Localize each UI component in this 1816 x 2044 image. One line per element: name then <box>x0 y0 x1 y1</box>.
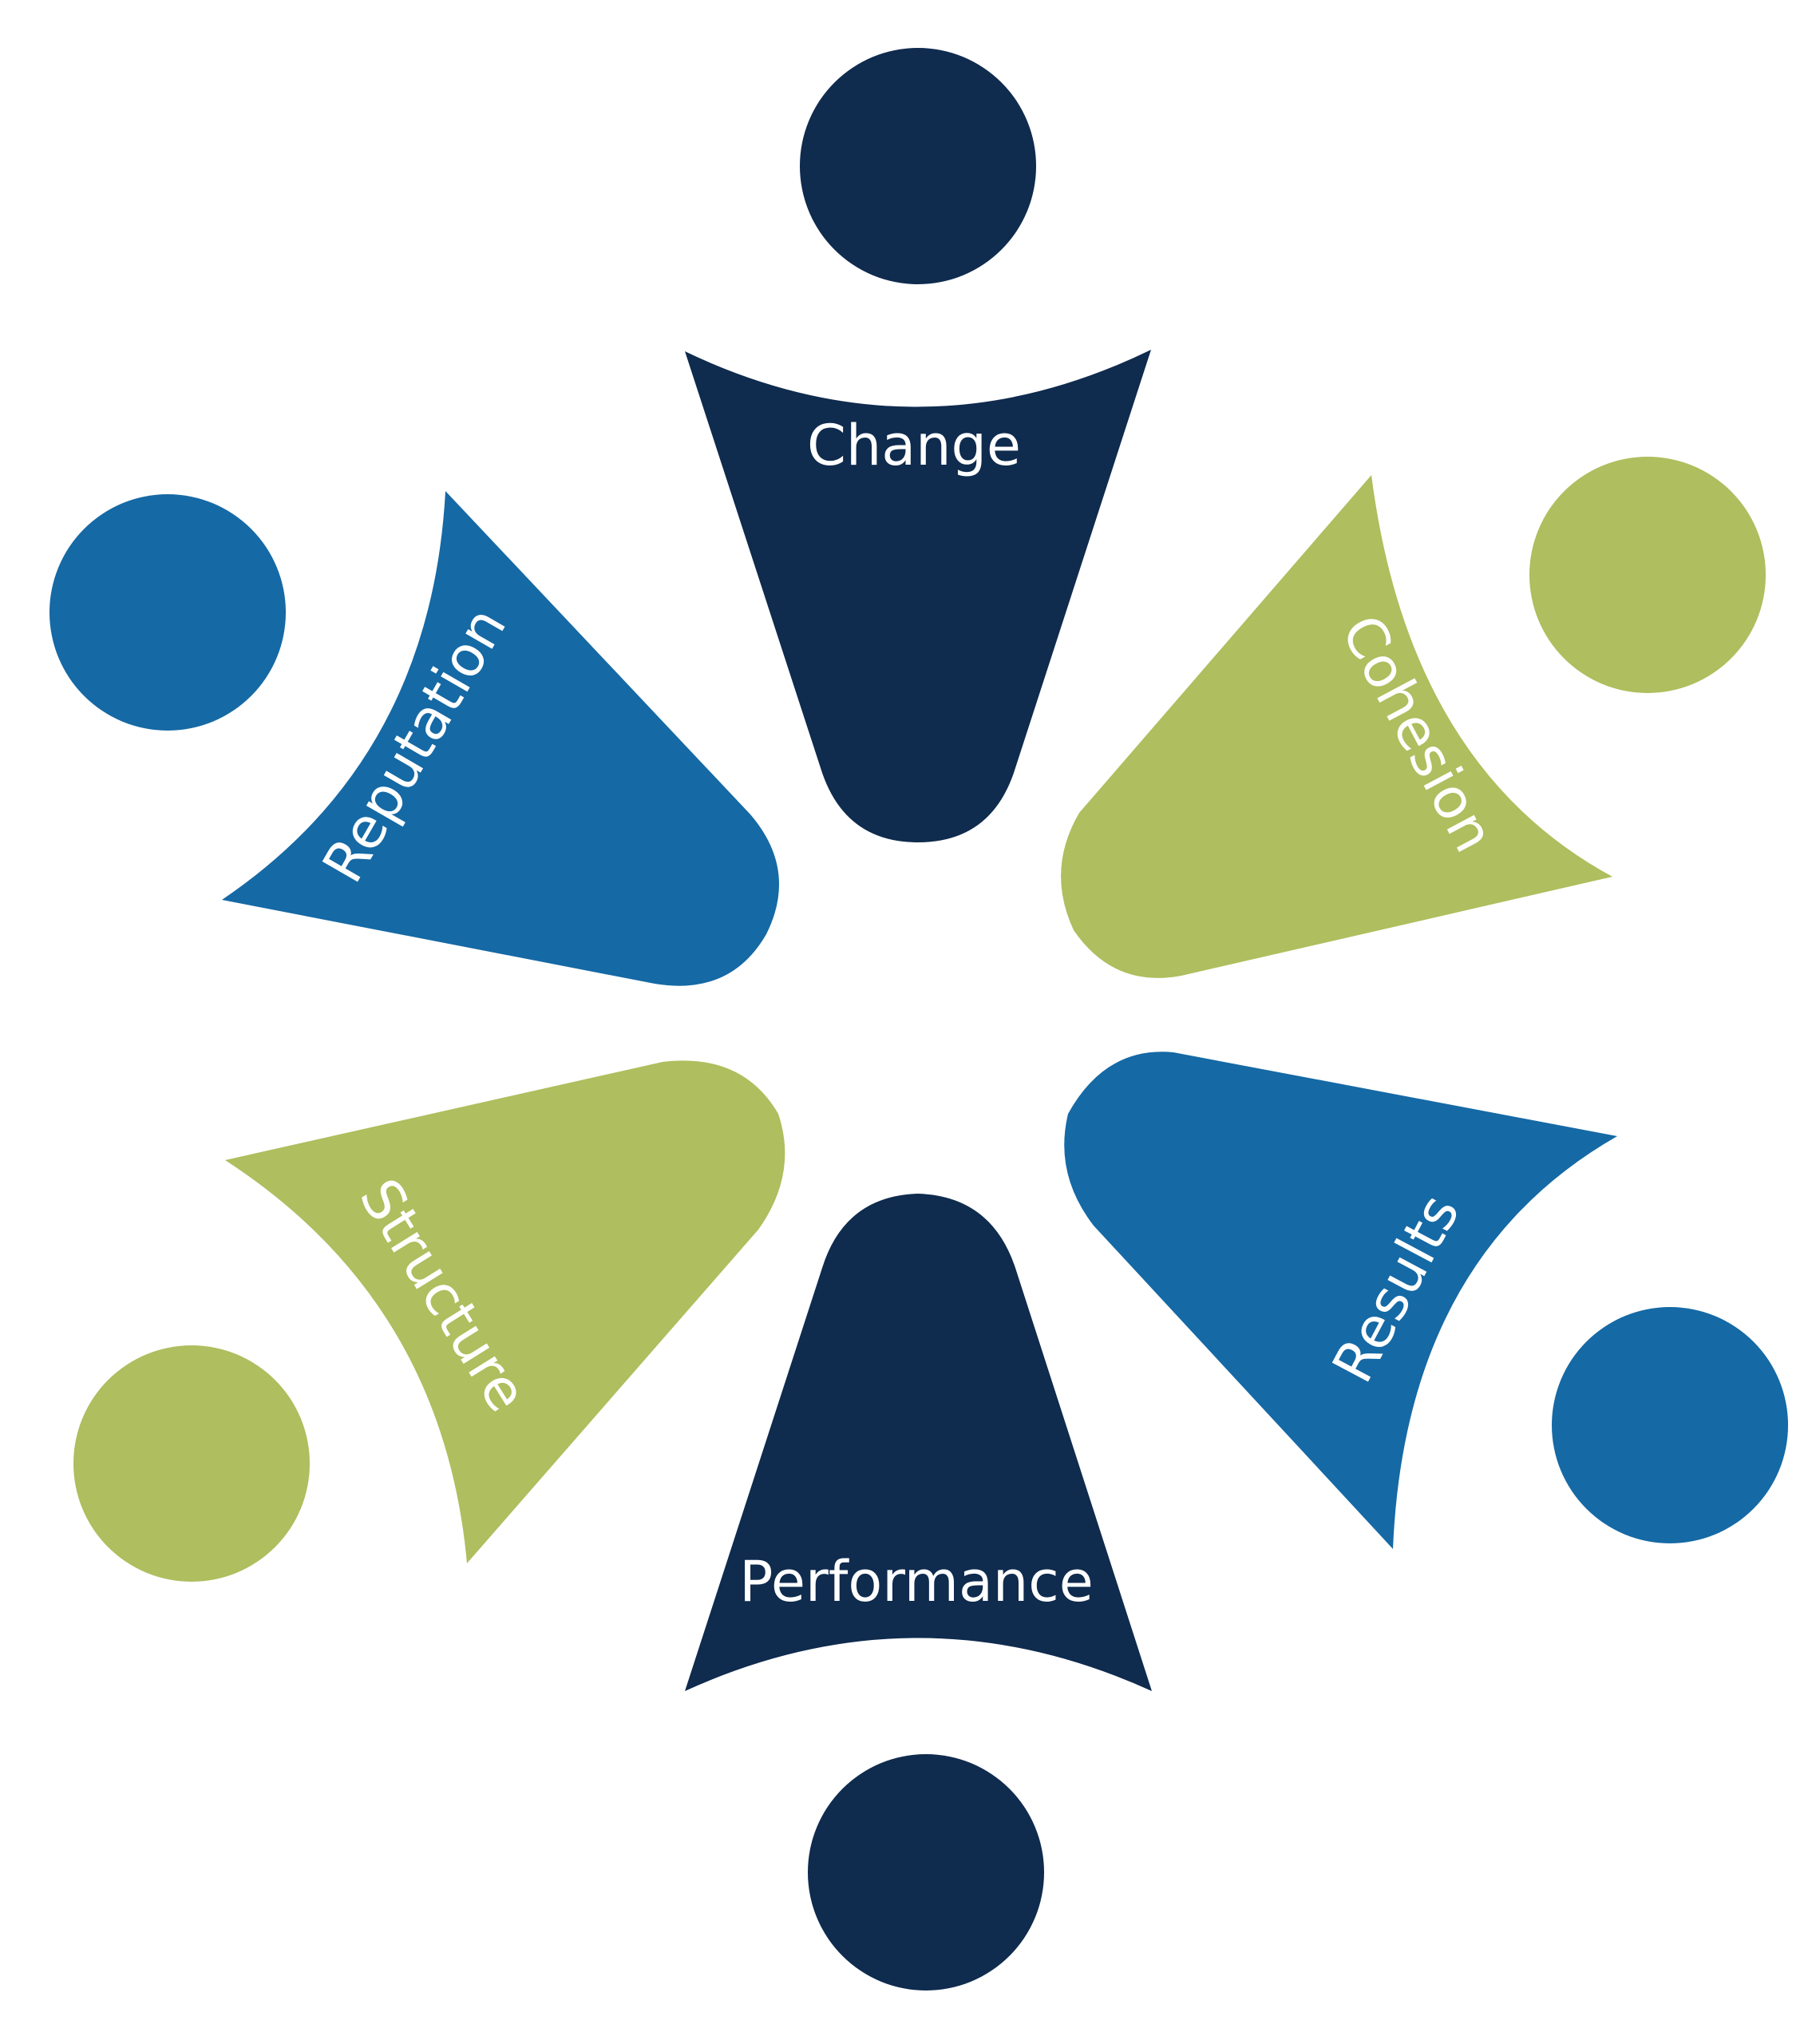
figure-performance-body <box>685 1194 1152 1691</box>
figure-performance: Performance <box>685 1194 1152 1991</box>
figure-performance-head <box>808 1754 1044 1991</box>
figure-performance-label: Performance <box>739 1549 1094 1614</box>
figure-change-label: Change <box>807 413 1021 478</box>
figure-cohesion-head <box>1529 457 1766 693</box>
figure-change-head <box>800 48 1036 284</box>
figure-results-body <box>1064 1052 1617 1549</box>
figure-results: Results <box>1064 1052 1788 1549</box>
figure-results-head <box>1552 1307 1788 1543</box>
figure-reputation-body <box>222 491 779 986</box>
figure-cohesion: Cohesion <box>1061 457 1766 978</box>
figure-reputation: Reputation <box>49 491 779 986</box>
figure-reputation-head <box>49 494 286 731</box>
figure-change: Change <box>685 48 1151 842</box>
figure-structure-head <box>73 1345 310 1582</box>
figure-structure: Structure <box>73 1060 785 1582</box>
figure-change-body <box>685 350 1151 842</box>
figure-cohesion-body <box>1061 475 1612 978</box>
figure-structure-body <box>225 1060 785 1563</box>
